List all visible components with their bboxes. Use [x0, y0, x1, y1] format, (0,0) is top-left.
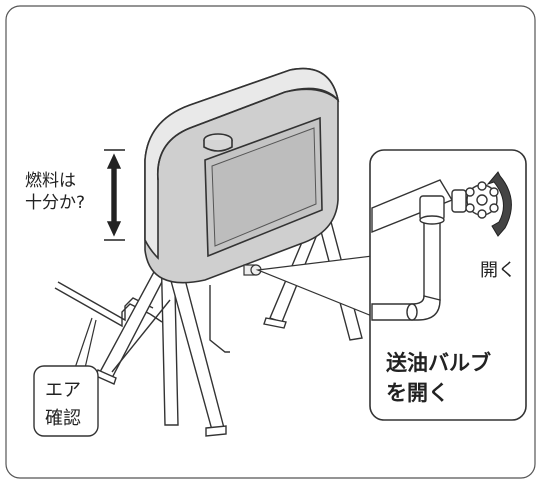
air-check-label-line2: 確認 [45, 408, 81, 429]
valve-handle-icon [451, 181, 499, 219]
oil-tank [144, 67, 340, 284]
fuel-level-arrow [104, 149, 125, 241]
valve-detail-pipe [371, 179, 454, 321]
valve-callout-line1: 送油バルブ [386, 351, 491, 375]
air-check-label-line1: エア [45, 380, 81, 401]
air-check-callout [33, 317, 99, 437]
open-label: 開く [480, 260, 516, 281]
valve-callout-line2: を開く [386, 381, 449, 405]
open-direction-arrow [486, 171, 512, 237]
fuel-check-label-line2: 十分か? [25, 193, 85, 213]
fuel-check-label-line1: 燃料は [25, 171, 76, 191]
